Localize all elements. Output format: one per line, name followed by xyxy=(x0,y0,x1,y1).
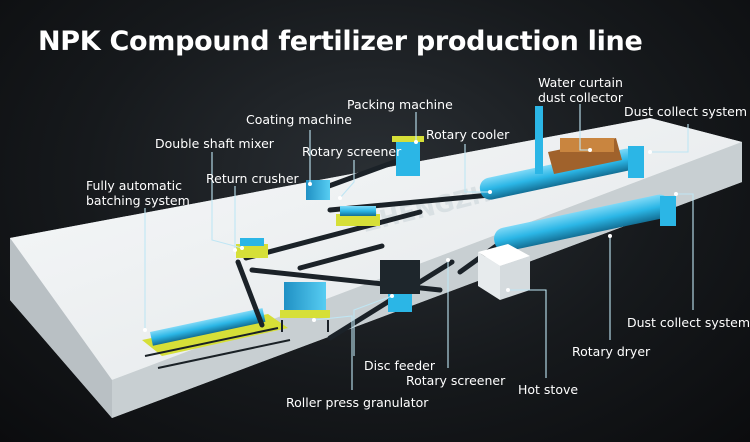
label-water-curtain-dust-collector: Water curtain dust collector xyxy=(538,75,623,105)
leader-dots xyxy=(143,140,678,332)
double-shaft-mixer xyxy=(236,238,268,258)
rotary-dryer-equipment xyxy=(494,194,672,252)
label-rotary-screener-bottom: Rotary screener xyxy=(406,373,506,388)
disc-feeder xyxy=(380,260,420,312)
label-hot-stove: Hot stove xyxy=(518,382,579,397)
label-coating-machine: Coating machine xyxy=(246,112,352,127)
roller-press-granulator xyxy=(280,282,330,332)
dust-collect-system-top-equipment xyxy=(628,146,644,178)
coating-machine-equipment xyxy=(306,180,330,200)
label-rotary-screener-top: Rotary screener xyxy=(302,144,402,159)
label-dust-collect-system-top: Dust collect system xyxy=(624,104,748,119)
label-disc-feeder: Disc feeder xyxy=(364,358,436,373)
dust-collect-system-bottom-equipment xyxy=(660,196,676,226)
label-batching-system: Fully automatic batching system xyxy=(86,178,190,208)
batching-system-equipment xyxy=(142,308,291,369)
hot-stove-equipment xyxy=(478,244,530,300)
water-curtain-dust-collector-equipment xyxy=(535,106,622,174)
packing-machine-equipment xyxy=(392,136,424,176)
label-return-crusher: Return crusher xyxy=(206,171,299,186)
label-packing-machine: Packing machine xyxy=(347,97,453,112)
label-dust-collect-system-bottom: Dust collect system xyxy=(627,315,750,330)
label-double-shaft-mixer: Double shaft mixer xyxy=(155,136,274,151)
leader-lines xyxy=(144,104,694,390)
rotary-screener-top-equipment xyxy=(336,206,380,226)
label-rotary-dryer: Rotary dryer xyxy=(572,344,651,359)
diagram-title: NPK Compound fertilizer production line xyxy=(38,26,643,57)
label-rotary-cooler: Rotary cooler xyxy=(426,127,510,142)
label-roller-press-granulator: Roller press granulator xyxy=(286,395,429,410)
